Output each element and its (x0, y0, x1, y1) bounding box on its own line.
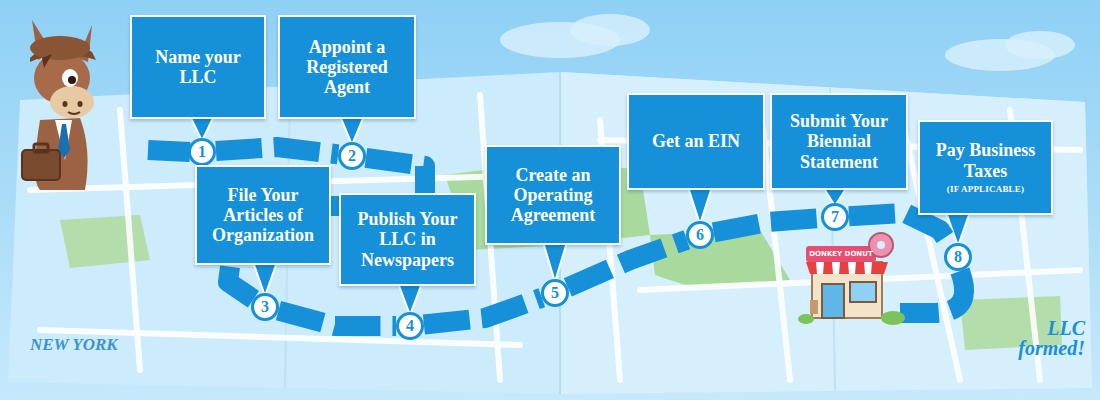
shop-sign: DONKEY DONUT (806, 251, 876, 258)
callout-pointer (543, 242, 567, 282)
donut-shop-part (822, 284, 844, 318)
step-callout-box: File Your Articles of Organization (195, 165, 331, 265)
donut-shop-part (798, 314, 814, 324)
step-title: Pay Business Taxes (928, 140, 1043, 181)
road-segment (424, 298, 542, 325)
donkey-mascot-part (78, 101, 83, 107)
donkey-mascot (22, 20, 96, 190)
donkey-mascot-part (42, 54, 52, 68)
road-segment (568, 240, 687, 288)
callout-number: 2 (348, 148, 356, 164)
donkey-mascot-part (63, 101, 68, 107)
step-number-circle: 4 (396, 312, 424, 340)
step-number-circle: 2 (338, 142, 366, 170)
step-title: Create an Operating Agreement (495, 165, 611, 226)
step-number-circle: 8 (944, 243, 972, 271)
donkey-mascot-part (62, 69, 78, 87)
sky-part (570, 14, 650, 46)
step-title: Publish Your LLC in Newspapers (349, 209, 466, 270)
callout-pointer (398, 283, 422, 315)
map-sheet (8, 72, 1092, 394)
donkey-mascot-part (34, 144, 48, 152)
step-callout-box: Pay Business Taxes (IF APPLICABLE) (918, 120, 1053, 215)
donut-shop-part (877, 241, 885, 249)
callout-number: 1 (198, 144, 206, 160)
donkey-mascot-part (30, 36, 90, 60)
callout-number: 5 (551, 285, 559, 301)
donut-shop-part (816, 262, 872, 274)
step-callout-box: Submit Your Biennial Statement (770, 93, 908, 190)
road-segment (279, 311, 396, 326)
donut-shop-part (806, 262, 888, 274)
step-number-circle: 7 (821, 203, 849, 231)
donut-shop-part (810, 300, 818, 314)
donut-shop (798, 233, 905, 325)
step-number-circle: 6 (686, 221, 714, 249)
step-title: Submit Your Biennial Statement (780, 111, 898, 172)
callout-number: 7 (831, 209, 839, 225)
streets (30, 95, 1080, 380)
step-title: File Your Articles of Organization (205, 185, 321, 246)
road-ends-part (900, 271, 964, 313)
callout-pointer (688, 187, 712, 224)
step-callout-box: Name your LLC (130, 15, 266, 119)
callout-pointer (340, 116, 364, 145)
road-segment (714, 218, 821, 232)
donkey-mascot-part (50, 86, 94, 118)
step-callout-box: Appoint a Registered Agent (278, 15, 416, 119)
donkey-mascot-part (68, 76, 76, 84)
step-number-circle: 5 (541, 279, 569, 307)
road-segment (849, 213, 950, 245)
region-name: NEW YORK (30, 336, 190, 353)
donut-shop-part (806, 246, 876, 262)
step-title: Appoint a Registered Agent (288, 37, 406, 98)
donut-shop-part (850, 282, 876, 302)
step-callout-box: Publish Your LLC in Newspapers (339, 193, 476, 286)
step-note: (IF APPLICABLE) (947, 184, 1024, 195)
step-callout-box: Create an Operating Agreement (485, 145, 621, 245)
step-number-circle: 1 (188, 138, 216, 166)
parks (60, 160, 1062, 350)
step-number-circle: 3 (251, 293, 279, 321)
donkey-mascot-part (68, 112, 80, 114)
step-title: Name your LLC (140, 47, 256, 88)
callout-number: 8 (954, 249, 962, 265)
sky-part (1005, 31, 1075, 59)
map-sheet-part (8, 72, 1092, 394)
donut-shop-part (881, 311, 905, 325)
step-callout-box: Get an EIN (627, 93, 765, 190)
callout-number: 6 (696, 227, 704, 243)
step-title: Get an EIN (652, 131, 740, 151)
donkey-mascot-part (22, 150, 60, 180)
end-note: LLC formed! (985, 318, 1085, 358)
road-ends-part (148, 150, 190, 152)
road-segment (216, 147, 338, 154)
callout-number: 4 (406, 318, 414, 334)
parks-part (60, 215, 150, 268)
callout-number: 3 (261, 299, 269, 315)
